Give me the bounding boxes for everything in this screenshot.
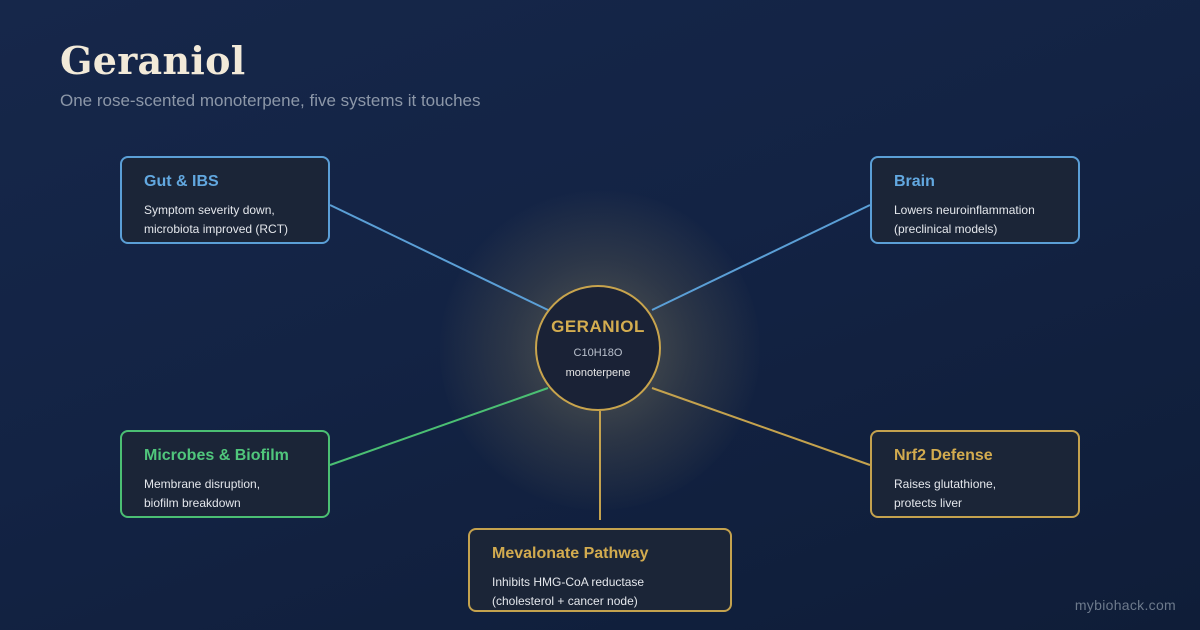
node-gut-ibs: Gut & IBS Symptom severity down, microbi… xyxy=(120,156,330,244)
hub-type: monoterpene xyxy=(565,367,631,379)
page-title: Geraniol xyxy=(60,38,246,83)
node-text-line: Raises glutathione, xyxy=(894,477,997,491)
hub-formula: C10H18O xyxy=(573,347,623,359)
node-nrf2-defense: Nrf2 Defense Raises glutathione, protect… xyxy=(870,430,1080,518)
node-title: Mevalonate Pathway xyxy=(492,545,649,562)
node-text-line: Inhibits HMG-CoA reductase xyxy=(492,575,645,589)
node-text-line: biofilm breakdown xyxy=(144,496,241,510)
node-microbes-biofilm: Microbes & Biofilm Membrane disruption, … xyxy=(120,430,330,518)
footer-site: mybiohack.com xyxy=(1074,597,1176,613)
connector-nrf2 xyxy=(651,387,871,466)
connector-brain xyxy=(651,204,871,311)
node-text-line: (preclinical models) xyxy=(894,222,998,236)
hub-name: GERANIOL xyxy=(551,317,645,336)
node-title: Microbes & Biofilm xyxy=(144,447,289,464)
node-text-line: Symptom severity down, xyxy=(144,203,275,217)
node-mevalonate-pathway: Mevalonate Pathway Inhibits HMG-CoA redu… xyxy=(468,528,732,612)
connector-gut xyxy=(329,204,549,311)
node-text-line: microbiota improved (RCT) xyxy=(144,222,289,236)
connector-microbes xyxy=(329,387,549,466)
node-brain: Brain Lowers neuroinflammation (preclini… xyxy=(870,156,1080,244)
node-text-line: protects liver xyxy=(894,496,963,510)
node-text-line: Lowers neuroinflammation xyxy=(894,203,1035,217)
node-text-line: (cholesterol + cancer node) xyxy=(492,594,638,608)
node-text-line: Membrane disruption, xyxy=(144,477,261,491)
geraniol-hub: GERANIOL C10H18O monoterpene xyxy=(535,285,661,411)
node-title: Nrf2 Defense xyxy=(894,447,993,464)
page-subtitle: One rose-scented monoterpene, five syste… xyxy=(60,91,481,110)
node-title: Gut & IBS xyxy=(144,173,219,190)
node-title: Brain xyxy=(894,173,935,190)
